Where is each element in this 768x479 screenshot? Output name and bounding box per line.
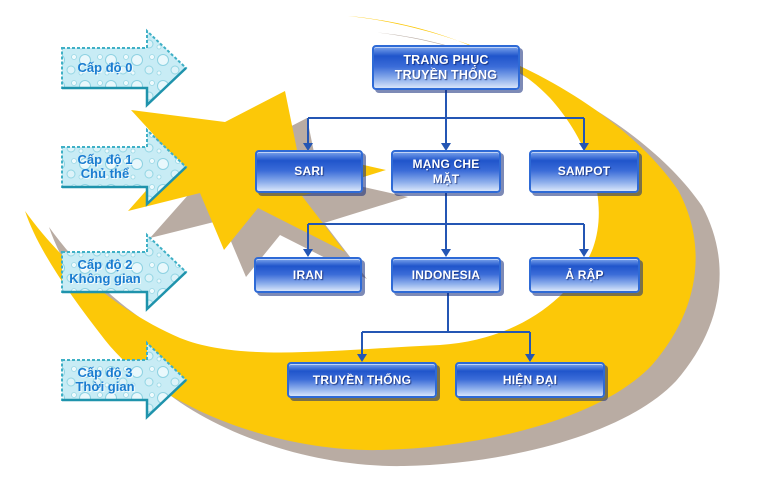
level-2-label: Cấp độ 2 Không gian <box>61 258 149 286</box>
node-sari-label: SARI <box>294 164 324 179</box>
node-root-label: TRANG PHỤC TRUYỀN THỐNG <box>394 52 498 82</box>
level-1-line2: Chủ thể <box>80 166 130 181</box>
node-mang-che-mat: MẠNG CHE MẶT <box>391 150 501 193</box>
node-iran-label: IRAN <box>292 267 324 282</box>
level-arrow-0 <box>61 28 188 108</box>
node-a-rap-label: Ả RẬP <box>565 267 604 282</box>
level-1-label: Cấp độ 1 Chủ thể <box>61 153 149 181</box>
node-indonesia-label: INDONESIA <box>411 267 481 282</box>
node-root: TRANG PHỤC TRUYỀN THỐNG <box>372 45 520 90</box>
node-sampot-label: SAMPOT <box>557 164 611 179</box>
level-arrow-3-bevel <box>62 379 187 420</box>
node-truyen-thong-label: TRUYỀN THỐNG <box>312 372 412 387</box>
level-arrow-1 <box>61 127 188 207</box>
level-3-line1: Cấp độ 3 <box>77 365 133 380</box>
connectors-level2-to-level3 <box>357 293 535 362</box>
node-hien-dai-label: HIỆN ĐẠI <box>502 372 558 387</box>
node-iran: IRAN <box>254 257 362 293</box>
node-truyen-thong: TRUYỀN THỐNG <box>287 362 437 398</box>
level-arrow-3 <box>61 340 188 420</box>
connectors-root-to-level1 <box>303 90 589 151</box>
level-arrow-0-bevel <box>62 67 187 108</box>
level-1-line1: Cấp độ 1 <box>77 152 133 167</box>
level-2-line2: Không gian <box>69 271 141 286</box>
level-arrow-1-bevel <box>62 166 187 207</box>
crescent-shape <box>25 16 696 451</box>
connectors-level1-to-level2 <box>303 193 589 257</box>
node-indonesia: INDONESIA <box>391 257 501 293</box>
level-3-line2: Thời gian <box>75 379 135 394</box>
level-2-line1: Cấp độ 2 <box>77 257 133 272</box>
level-arrow-2-bevel <box>62 271 187 312</box>
level-0-line1: Cấp độ 0 <box>77 60 133 75</box>
node-hien-dai: HIỆN ĐẠI <box>455 362 605 398</box>
node-sampot: SAMPOT <box>529 150 639 193</box>
node-sari: SARI <box>255 150 363 193</box>
level-arrow-2 <box>61 232 188 312</box>
node-mang-che-mat-label: MẠNG CHE MẶT <box>412 157 480 186</box>
level-0-label: Cấp độ 0 <box>61 61 149 75</box>
level-3-label: Cấp độ 3 Thời gian <box>61 366 149 394</box>
node-a-rap: Ả RẬP <box>529 257 640 293</box>
